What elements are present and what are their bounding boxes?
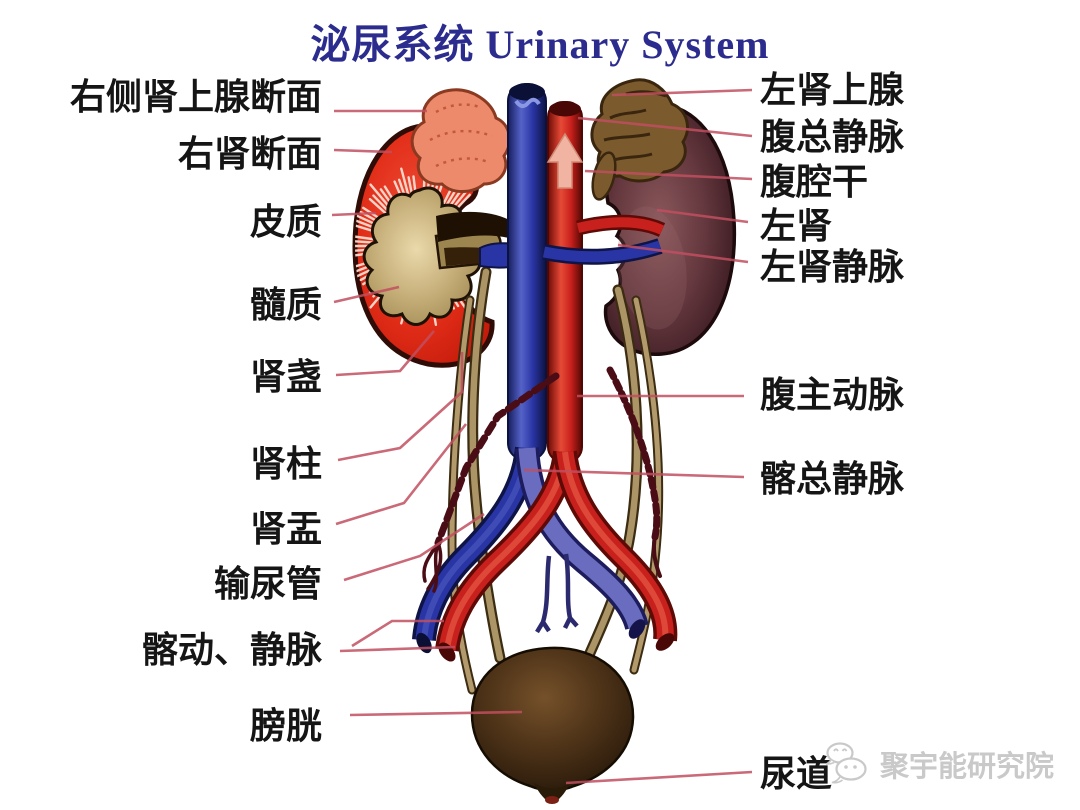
anatomy-label-right-3: 左肾 [760,206,833,247]
leader-line [333,148,393,154]
leader-line [331,211,377,217]
anatomy-label-right-6: 髂总静脉 [760,459,905,500]
leader-line [584,169,753,181]
anatomy-label-left-1: 右肾断面 [177,134,322,175]
leader-line [349,710,523,717]
leader-line [333,285,400,304]
watermark: 聚宇能研究院 [821,742,1054,786]
anatomy-label-right-2: 腹腔干 [760,162,869,203]
anatomy-label-left-9: 膀胱 [249,706,322,747]
page-title: 泌尿系统 Urinary System [310,22,770,67]
leader-line [577,116,753,138]
leader-line [335,330,435,377]
leader-lines [331,88,753,785]
leader-line [617,243,749,264]
watermark-text: 聚宇能研究院 [879,751,1054,783]
bladder [470,646,635,804]
anatomy-label-left-6: 肾盂 [249,509,322,550]
anatomy-label-right-5: 腹主动脉 [760,375,905,416]
median-sacral-vessels [535,555,552,634]
left-adrenal [590,78,689,201]
chat-bubbles-icon [825,742,867,784]
right-kidney-section [342,126,516,366]
adrenal-creases [603,90,667,162]
leader-line [565,770,753,785]
leader-line [343,512,485,582]
anatomy-label-left-0: 右侧肾上腺断面 [69,77,322,118]
anatomy-label-left-5: 肾柱 [249,444,322,485]
anatomy-label-right-1: 腹总静脉 [760,117,905,158]
anatomy-label-left-8: 髂动、静脉 [141,630,322,671]
leader-line [523,468,745,479]
anatomy-label-right-7: 尿道 [760,754,833,795]
right-adrenal-section [410,88,512,193]
anatomy-label-left-2: 皮质 [249,202,322,243]
aorta-opening [549,101,581,117]
urethra-tip [545,796,559,804]
hilar-vessel-upper [436,211,516,242]
aorta-flow-arrow [546,132,584,189]
leader-line [335,423,468,526]
anatomy-label-right-4: 左肾静脉 [760,247,905,288]
anatomy-label-right-0: 左肾上腺 [760,70,905,111]
right-ureter [469,268,504,662]
left-renal-artery [576,217,665,235]
anatomy-label-left-4: 肾盏 [249,357,322,398]
left-common-iliac-vein [518,447,646,630]
leader-line [656,208,749,224]
urethra [534,783,570,804]
adrenal-speckles [429,103,493,168]
leader-line [351,619,444,648]
leader-line [339,645,456,653]
leader-line [611,88,753,97]
anatomy-label-left-3: 髓质 [249,285,322,326]
inferior-vena-cava [412,83,649,654]
left-ureter [582,286,641,666]
leader-line [337,352,464,462]
anatomy-label-left-7: 输尿管 [213,564,322,605]
ivc-opening [509,83,545,101]
